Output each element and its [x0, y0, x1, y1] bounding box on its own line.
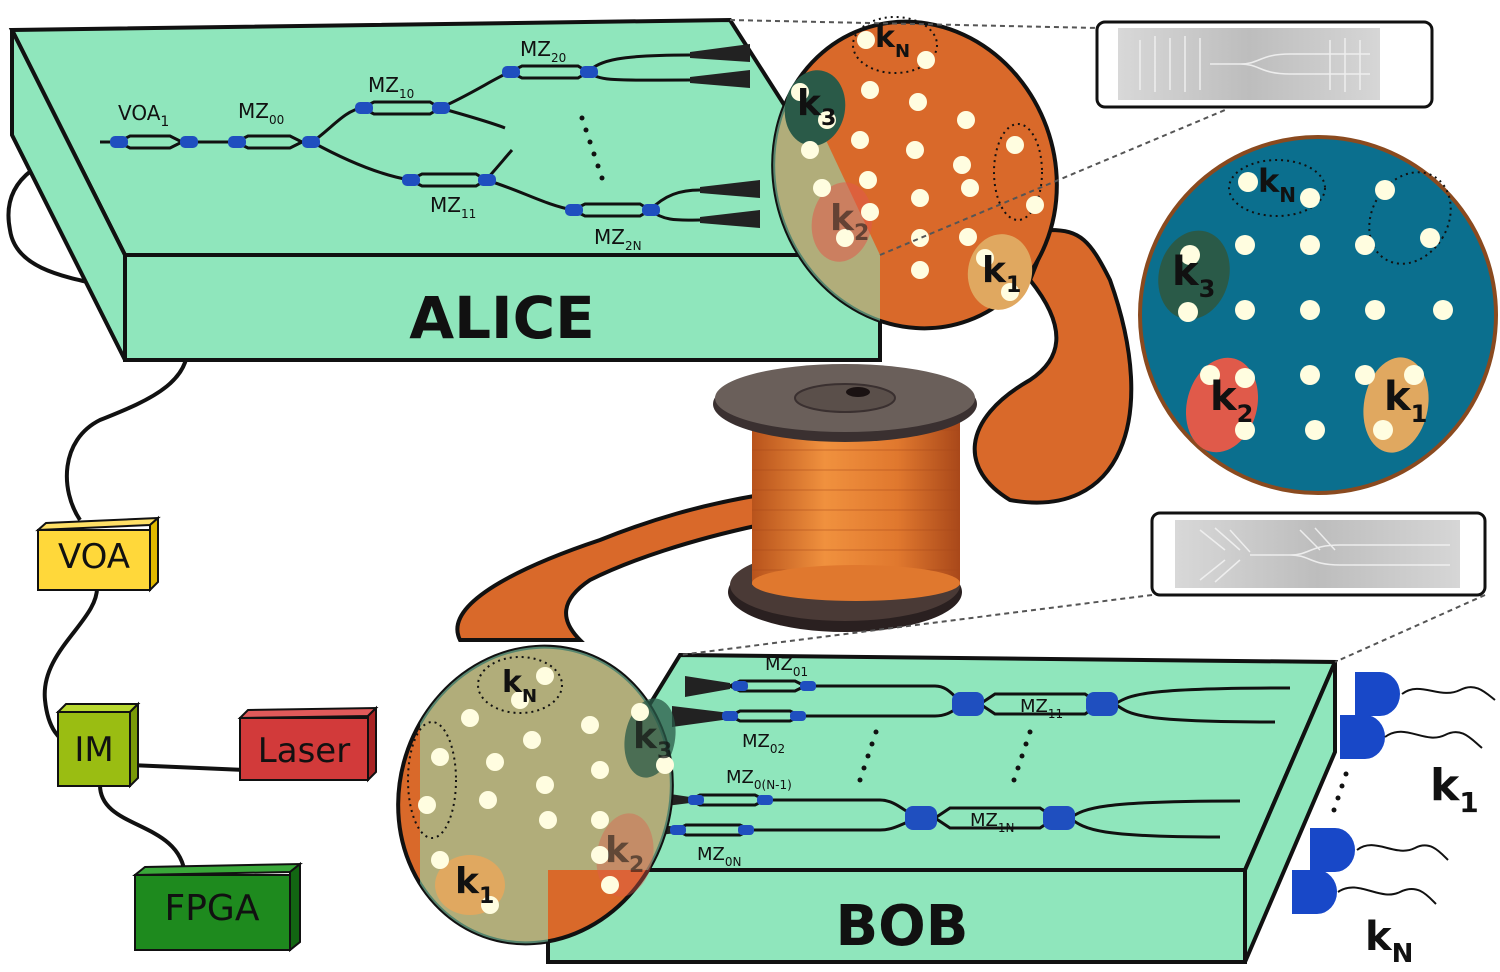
bob-label-mz1n: MZ1N [970, 810, 1015, 835]
detector-n [1292, 828, 1449, 914]
alice-key-k3: k3 [797, 83, 836, 131]
alice-label-mz2n: MZ2N [594, 225, 642, 253]
fiber-spool [713, 364, 977, 632]
voa-device: VOA [35, 515, 161, 593]
fiber-im-to-laser [129, 763, 246, 772]
bob-chip: BOB [544, 652, 1339, 964]
mode-zoom-circle: kN k3 k2 k1 [729, 19, 1498, 495]
laser-label: Laser [258, 731, 350, 771]
alice-grating-couplers [690, 44, 760, 228]
alice-chip: ALICE [8, 17, 884, 362]
zoom-group-outline [1368, 171, 1452, 265]
alice-key-k1: k1 [982, 250, 1021, 298]
bob-chip-photo-inset [679, 511, 1487, 663]
bob-key-k3: k3 [633, 716, 672, 764]
detector-1 [1340, 672, 1496, 759]
alice-label-mz00: MZ00 [238, 99, 284, 127]
zoom-key-k2: k2 [1210, 374, 1253, 428]
bob-key-kn: kN [502, 665, 537, 707]
alice-group-outline [993, 123, 1043, 221]
alice-key-kn: kN [875, 20, 910, 62]
bob-label-mz0n1: MZ0(N-1) [726, 767, 792, 792]
im-label: IM [74, 730, 113, 770]
fiber-im-to-fpga [98, 784, 187, 876]
zoom-key-k1: k1 [1384, 374, 1427, 428]
bob-key-k1: k1 [455, 861, 494, 909]
fiber-bundle-alice [972, 227, 1134, 505]
bob-kn-outline [477, 656, 563, 714]
bob-group-outline [407, 721, 457, 839]
alice-k2-patch [811, 182, 873, 262]
bob-detectors: k1 kN [1292, 672, 1496, 969]
zoom-key-k3: k3 [1172, 249, 1215, 303]
zoom-k3-patch [1158, 230, 1230, 320]
bob-splitters [670, 681, 1118, 835]
bob-chip-side [1243, 661, 1337, 963]
im-device: IM [55, 701, 141, 789]
alice-title: ALICE [409, 284, 595, 352]
bob-label-mz01: MZ01 [765, 654, 808, 679]
bob-title: BOB [836, 894, 969, 959]
bob-mode-dots [418, 667, 674, 914]
laser-device: Laser [237, 705, 379, 783]
alice-splitters [110, 66, 660, 216]
detector-key-k1: k1 [1430, 760, 1479, 819]
alice-label-mz11: MZ11 [430, 193, 476, 221]
bob-ellipsis-dots [857, 729, 1033, 783]
voa-label: VOA [58, 537, 130, 577]
alice-key-k2: k2 [830, 198, 869, 246]
alice-label-mz10: MZ10 [368, 73, 414, 101]
fpga-label: FPGA [165, 888, 260, 929]
alice-label-mz20: MZ20 [520, 37, 566, 65]
bob-label-mz0n: MZ0N [697, 844, 742, 869]
bob-label-mz11: MZ11 [1020, 696, 1063, 721]
bob-k2-patch [596, 813, 654, 897]
zoom-kn-outline [1228, 159, 1326, 217]
alice-label-voa: VOA1 [118, 101, 169, 130]
alice-kn-outline [852, 16, 938, 74]
alice-chip-side [10, 29, 127, 361]
fiber-bundle-bob [455, 492, 762, 642]
alice-chip-photo-inset [1095, 20, 1434, 109]
alice-mode-dots [791, 31, 1044, 301]
zoom-mode-dots [1178, 172, 1453, 440]
detector-ellipsis-dots [1331, 771, 1349, 813]
zoom-key-kn: kN [1258, 162, 1296, 207]
alice-ellipsis-dots [579, 115, 605, 181]
bob-label-mz02: MZ02 [742, 731, 785, 756]
detector-key-kn: kN [1365, 914, 1413, 969]
bob-key-k2: k2 [605, 830, 644, 878]
fpga-device: FPGA [132, 861, 303, 953]
